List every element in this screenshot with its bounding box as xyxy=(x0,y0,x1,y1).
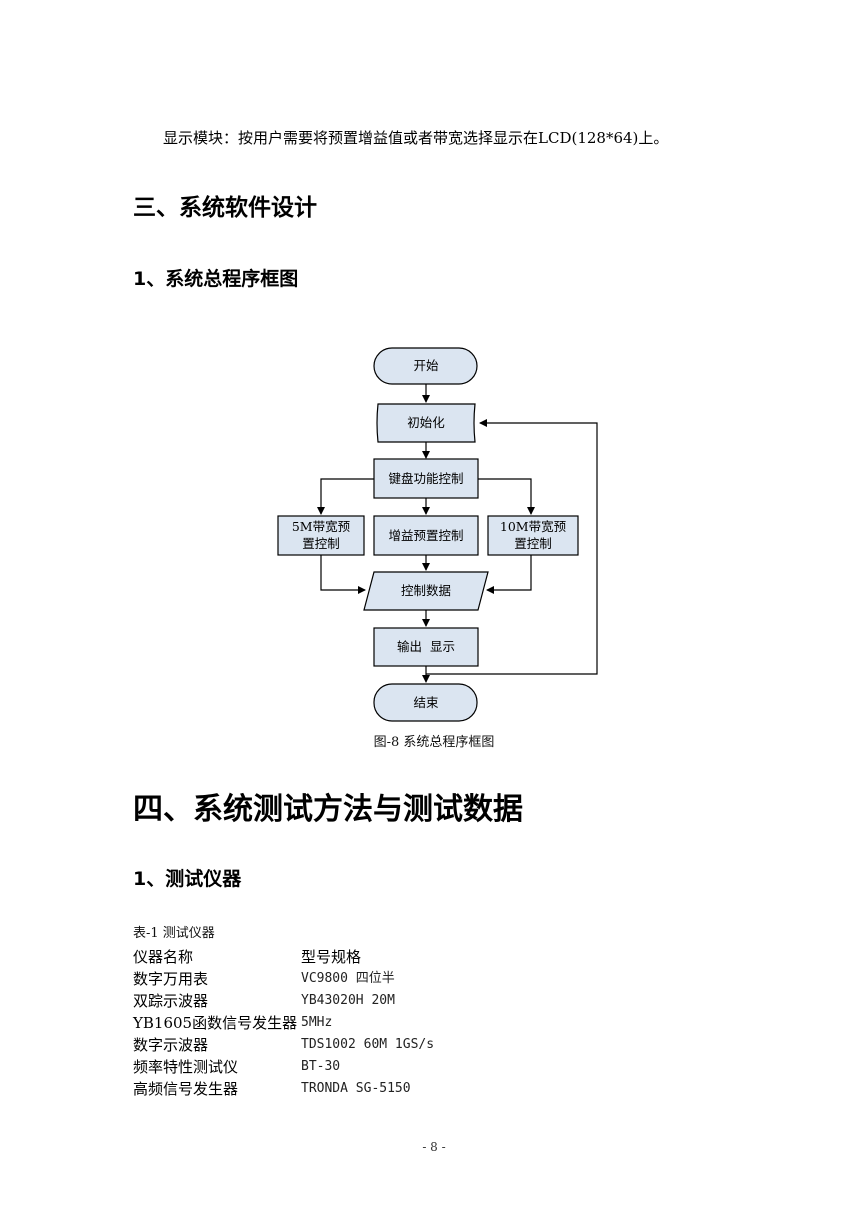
header-model: 型号规格 xyxy=(301,948,362,966)
bandwidth-10m-label-2: 置控制 xyxy=(514,536,552,551)
instrument-model: 5MHz xyxy=(301,1015,333,1030)
gain-preset-box xyxy=(373,515,479,556)
instrument-model: VC9800 四位半 xyxy=(301,971,395,986)
table-row: 频率特性测试仪 BT-30 xyxy=(133,1056,434,1078)
header-instrument-name: 仪器名称 xyxy=(133,948,194,966)
instrument-name: 频率特性测试仪 xyxy=(133,1058,239,1076)
instrument-model: YB43020H 20M xyxy=(301,993,395,1008)
subheading-instruments: 1、测试仪器 xyxy=(133,868,242,890)
end-terminator xyxy=(373,683,478,722)
init-label: 初始化 xyxy=(407,415,445,430)
table-caption: 表-1 测试仪器 xyxy=(133,926,215,941)
instrument-name: 数字万用表 xyxy=(133,970,209,988)
keyboard-control-label: 键盘功能控制 xyxy=(388,471,463,486)
start-terminator xyxy=(373,347,478,385)
bandwidth-10m-box xyxy=(487,515,579,556)
body-paragraph: 显示模块：按用户需要将预置增益值或者带宽选择显示在LCD(128*64)上。 xyxy=(163,129,669,147)
table-row: 双踪示波器 YB43020H 20M xyxy=(133,990,434,1012)
gain-preset-label: 增益预置控制 xyxy=(388,528,463,543)
instrument-name: 双踪示波器 xyxy=(133,992,209,1010)
output-display-box xyxy=(373,627,479,667)
bandwidth-5m-box xyxy=(277,515,365,556)
start-label: 开始 xyxy=(413,358,439,373)
instruments-table: 仪器名称 型号规格 数字万用表 VC9800 四位半 双踪示波器 YB43020… xyxy=(133,946,434,1100)
instrument-model: BT-30 xyxy=(301,1059,341,1074)
page-number: - 8 - xyxy=(422,1140,446,1154)
end-label: 结束 xyxy=(413,695,439,710)
table-row: 高频信号发生器 TRONDA SG-5150 xyxy=(133,1078,434,1100)
instrument-name: 高频信号发生器 xyxy=(133,1080,239,1098)
control-data-box xyxy=(363,571,489,611)
flowchart-connectors xyxy=(317,384,598,683)
section-heading-software: 三、系统软件设计 xyxy=(133,195,317,221)
figure-caption: 图-8 系统总程序框图 xyxy=(373,735,495,750)
instrument-name: 数字示波器 xyxy=(133,1036,209,1054)
instrument-name: YB1605函数信号发生器 xyxy=(133,1014,298,1032)
subheading-flowchart: 1、系统总程序框图 xyxy=(133,268,299,290)
table-row: 数字万用表 VC9800 四位半 xyxy=(133,968,434,990)
section-heading-testing: 四、系统测试方法与测试数据 xyxy=(133,792,523,827)
table-header-row: 仪器名称 型号规格 xyxy=(133,946,434,968)
output-display-label: 输出 显示 xyxy=(397,639,455,654)
bandwidth-5m-label-2: 置控制 xyxy=(302,536,340,551)
keyboard-control-box xyxy=(373,458,479,499)
control-data-label: 控制数据 xyxy=(401,583,451,598)
init-box xyxy=(376,403,476,443)
instrument-model: TRONDA SG-5150 xyxy=(301,1081,411,1096)
bandwidth-5m-label-1: 5M带宽预 xyxy=(292,519,350,534)
table-row: YB1605函数信号发生器 5MHz xyxy=(133,1012,434,1034)
bandwidth-10m-label-1: 10M带宽预 xyxy=(500,519,566,534)
instrument-model: TDS1002 60M 1GS/s xyxy=(301,1037,435,1052)
table-row: 数字示波器 TDS1002 60M 1GS/s xyxy=(133,1034,434,1056)
